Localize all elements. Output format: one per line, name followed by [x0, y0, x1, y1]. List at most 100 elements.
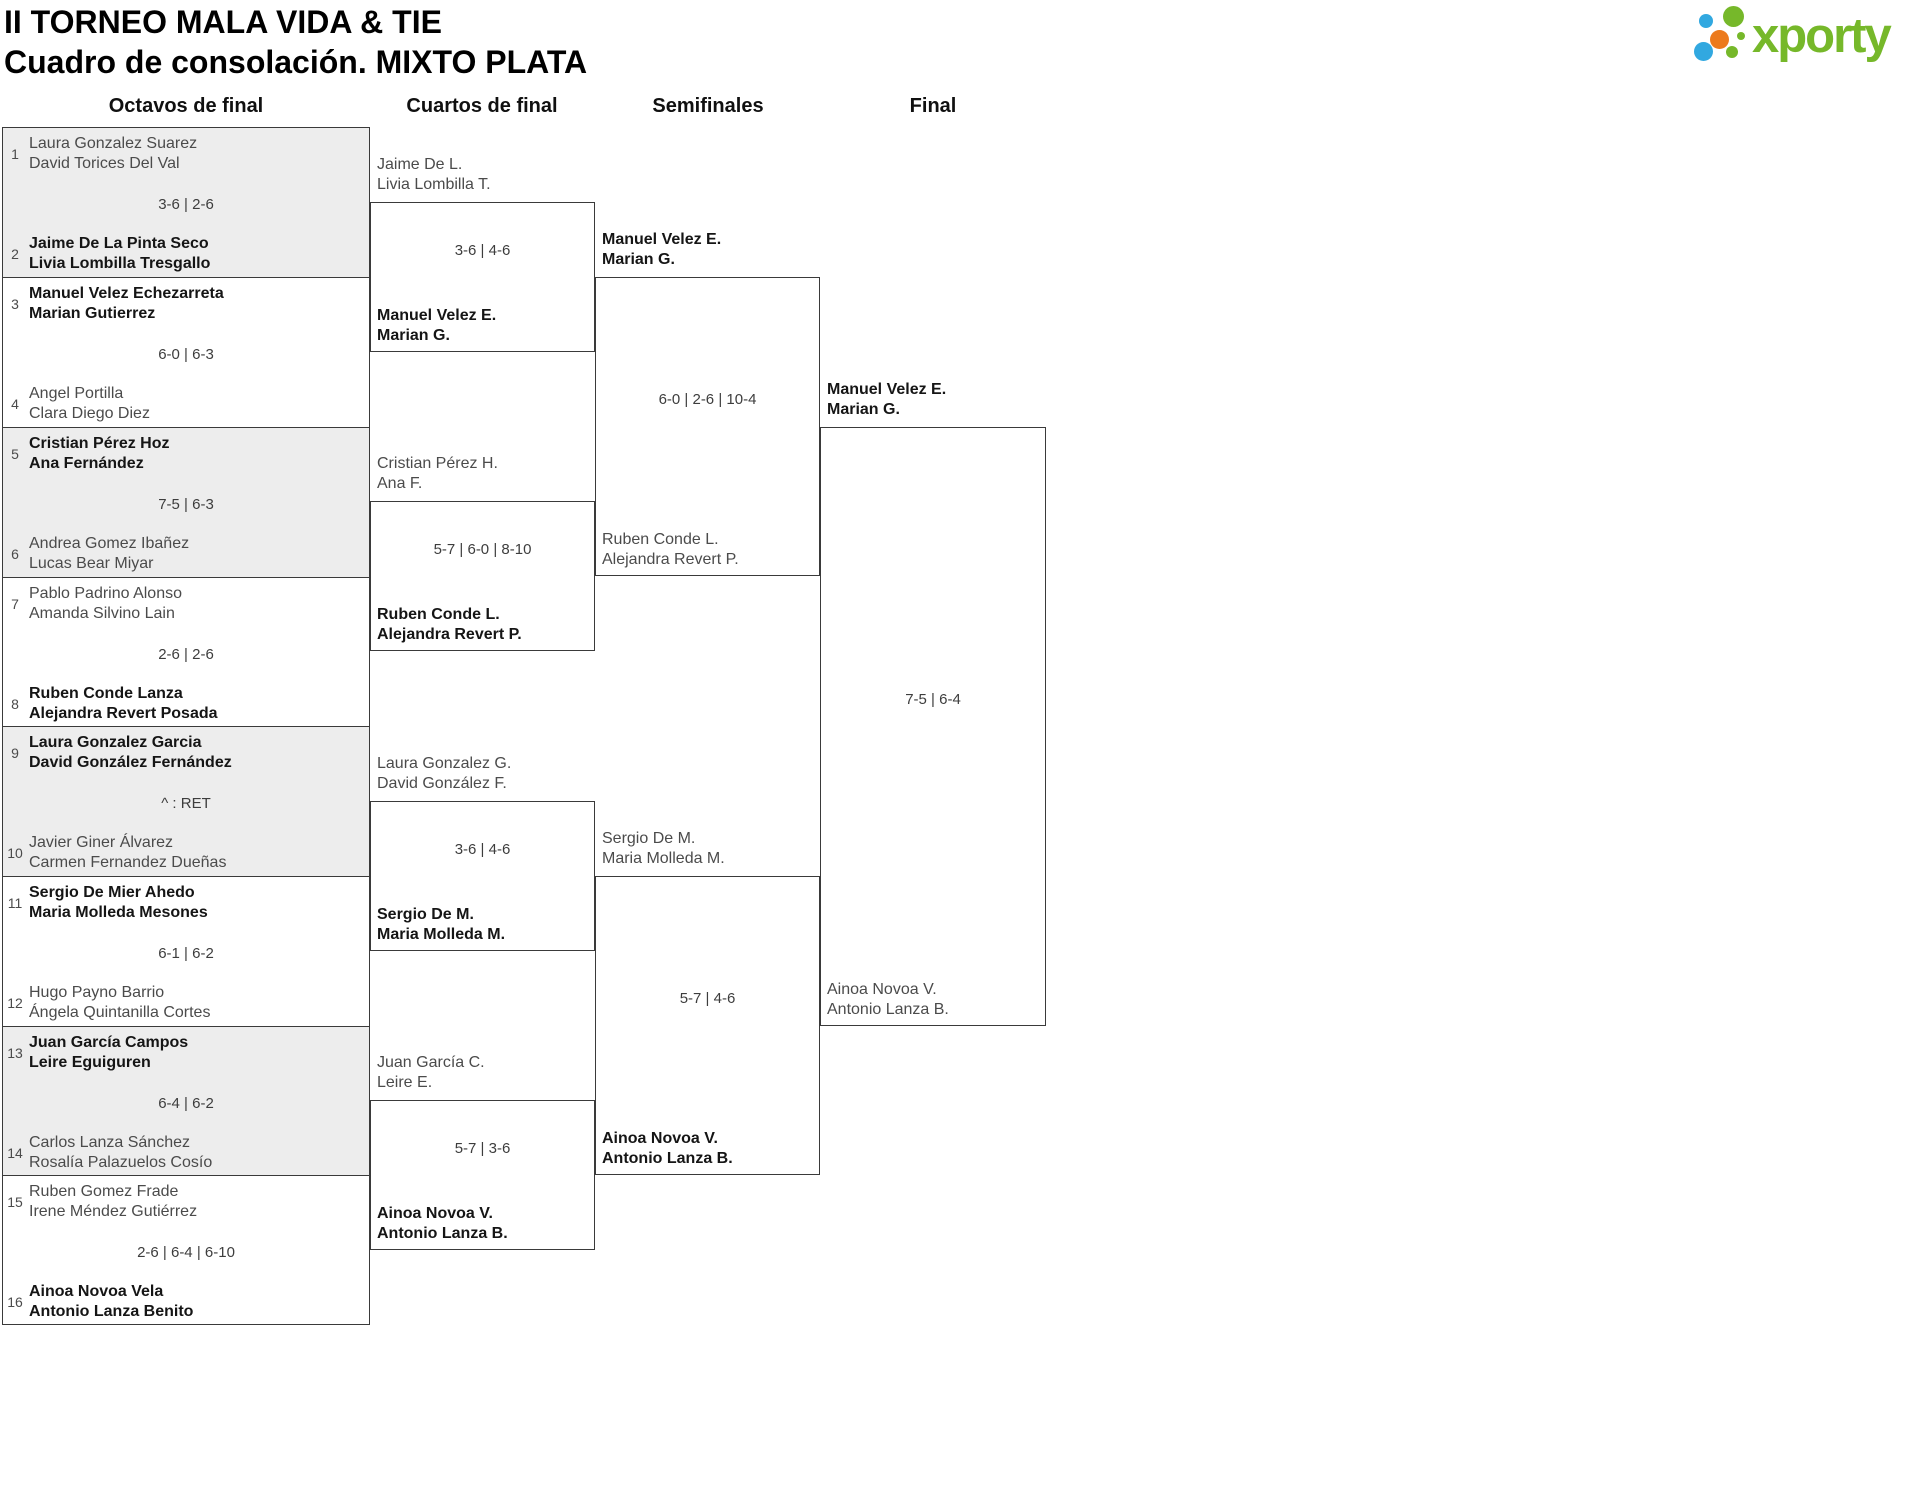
qf-match-4: Juan García C. Leire E. 5-7 | 3-6 Ainoa …: [370, 1054, 595, 1250]
seed-number: 4: [11, 396, 19, 412]
player-name: Cristian Pérez H.: [377, 455, 498, 472]
player-name: Manuel Velez E.: [377, 307, 497, 324]
player-name: Amanda Silvino Lain: [29, 605, 175, 622]
player-name: Jaime De L.: [377, 156, 463, 173]
seed-number: 13: [7, 1045, 23, 1061]
round-header-cuartos: Cuartos de final: [406, 95, 558, 117]
seed-number: 16: [7, 1294, 23, 1310]
player-name: David Torices Del Val: [29, 155, 180, 172]
team-pair: Hugo Payno Barrio Ángela Quintanilla Cor…: [29, 983, 210, 1023]
player-name: David González F.: [377, 775, 507, 792]
team-pair: Jaime De La Pinta Seco Livia Lombilla Tr…: [29, 234, 210, 274]
qf-match-1: Jaime De L. Livia Lombilla T. 3-6 | 4-6 …: [370, 156, 595, 352]
seed-number: 9: [11, 745, 19, 761]
r16-match-6: 11 Sergio De Mier Ahedo Maria Molleda Me…: [2, 876, 370, 1026]
player-name: Leire Eguiguren: [29, 1054, 151, 1071]
match-score: 3-6 | 4-6: [454, 242, 511, 259]
player-name: Ainoa Novoa V.: [827, 981, 937, 998]
team-pair: Manuel Velez E. Marian G.: [827, 380, 946, 420]
team-pair: Andrea Gomez Ibañez Lucas Bear Miyar: [29, 534, 189, 574]
qf-match-2: Cristian Pérez H. Ana F. 5-7 | 6-0 | 8-1…: [370, 455, 595, 651]
logo-dot-icon: [1726, 46, 1738, 58]
seed-number: 5: [11, 446, 19, 462]
match-score: 5-7 | 3-6: [454, 1140, 511, 1157]
player-name: Maria Molleda Mesones: [29, 904, 208, 921]
player-name: Marian G.: [827, 401, 900, 418]
match-score: 2-6 | 6-4 | 6-10: [137, 1244, 235, 1261]
player-name: Javier Giner Álvarez: [29, 834, 174, 851]
player-name: Jaime De La Pinta Seco: [29, 235, 209, 252]
seed-number: 7: [11, 596, 19, 612]
team-pair: Jaime De L. Livia Lombilla T.: [377, 155, 491, 195]
team-pair: Juan García C. Leire E.: [377, 1053, 485, 1093]
team-pair: Angel Portilla Clara Diego Diez: [29, 384, 150, 424]
player-name: Leire E.: [377, 1074, 433, 1091]
player-name: Rosalía Palazuelos Cosío: [29, 1154, 213, 1171]
page-title: II TORNEO MALA VIDA & TIE Cuadro de cons…: [4, 2, 587, 82]
team-pair: Ainoa Novoa Vela Antonio Lanza Benito: [29, 1282, 193, 1322]
player-name: Ana Fernández: [29, 455, 144, 472]
r16-match-8: 15 Ruben Gomez Frade Irene Méndez Gutiér…: [2, 1175, 370, 1325]
seed-number: 2: [11, 246, 19, 262]
qf-match-3: Laura Gonzalez G. David González F. 3-6 …: [370, 755, 595, 951]
team-pair: Carlos Lanza Sánchez Rosalía Palazuelos …: [29, 1133, 212, 1173]
player-name: Irene Méndez Gutiérrez: [29, 1203, 198, 1220]
player-name: Clara Diego Diez: [29, 405, 150, 422]
player-name: Pablo Padrino Alonso: [29, 585, 182, 602]
r16-match-2: 3 Manuel Velez Echezarreta Marian Gutier…: [2, 277, 370, 427]
r16-match-5: 9 Laura Gonzalez Garcia David González F…: [2, 726, 370, 876]
player-name: Ruben Gomez Frade: [29, 1183, 179, 1200]
player-name: Sergio De M.: [602, 830, 696, 847]
match-score: 6-4 | 6-2: [158, 1095, 214, 1112]
player-name: Antonio Lanza B.: [377, 1225, 508, 1242]
player-name: Carmen Fernandez Dueñas: [29, 854, 227, 871]
team-pair: Ainoa Novoa V. Antonio Lanza B.: [602, 1129, 733, 1169]
player-name: Maria Molleda M.: [602, 850, 725, 867]
team-pair: Ainoa Novoa V. Antonio Lanza B.: [377, 1204, 508, 1244]
r16-match-1: 1 Laura Gonzalez Suarez David Torices De…: [2, 127, 370, 277]
seed-number: 6: [11, 546, 19, 562]
player-name: Ainoa Novoa V.: [377, 1205, 493, 1222]
player-name: Sergio De M.: [377, 906, 474, 923]
team-pair: Manuel Velez Echezarreta Marian Gutierre…: [29, 284, 224, 324]
player-name: Ángela Quintanilla Cortes: [29, 1004, 211, 1021]
player-name: Livia Lombilla Tresgallo: [29, 255, 211, 272]
player-name: Ainoa Novoa V.: [602, 1130, 718, 1147]
logo-dot-icon: [1710, 30, 1729, 49]
seed-number: 12: [7, 995, 23, 1011]
team-pair: Cristian Pérez H. Ana F.: [377, 454, 498, 494]
player-name: Antonio Lanza B.: [602, 1150, 733, 1167]
player-name: Laura Gonzalez Suarez: [29, 135, 198, 152]
player-name: Marian Gutierrez: [29, 305, 156, 322]
seed-number: 14: [7, 1145, 23, 1161]
seed-number: 1: [11, 146, 19, 162]
player-name: Marian G.: [377, 327, 450, 344]
r16-match-4: 7 Pablo Padrino Alonso Amanda Silvino La…: [2, 577, 370, 726]
player-name: Ana F.: [377, 475, 423, 492]
player-name: Sergio De Mier Ahedo: [29, 884, 195, 901]
seed-number: 3: [11, 296, 19, 312]
match-score: ^ : RET: [161, 795, 211, 812]
player-name: Andrea Gomez Ibañez: [29, 535, 190, 552]
match-score: 5-7 | 6-0 | 8-10: [433, 541, 532, 558]
match-score: 7-5 | 6-4: [905, 691, 961, 708]
round-header-octavos: Octavos de final: [108, 95, 264, 117]
player-name: Maria Molleda M.: [377, 926, 506, 943]
seed-number: 10: [7, 845, 23, 861]
player-name: Ruben Conde L.: [602, 531, 719, 548]
match-score: 3-6 | 4-6: [454, 841, 511, 858]
r16-match-3: 5 Cristian Pérez Hoz Ana Fernández 7-5 |…: [2, 427, 370, 577]
logo-dot-icon: [1737, 32, 1745, 40]
player-name: Alejandra Revert Posada: [29, 705, 218, 722]
match-score: 6-0 | 2-6 | 10-4: [658, 391, 757, 408]
player-name: Marian G.: [602, 251, 675, 268]
logo-dot-icon: [1699, 14, 1713, 28]
match-score: 7-5 | 6-3: [158, 496, 214, 513]
team-pair: Sergio De M. Maria Molleda M.: [602, 829, 725, 869]
player-name: Ruben Conde Lanza: [29, 685, 183, 702]
team-pair: Javier Giner Álvarez Carmen Fernandez Du…: [29, 833, 226, 873]
team-pair: Sergio De M. Maria Molleda M.: [377, 905, 505, 945]
player-name: Antonio Lanza Benito: [29, 1303, 194, 1320]
player-name: Lucas Bear Miyar: [29, 555, 154, 572]
match-score: 6-1 | 6-2: [158, 945, 214, 962]
